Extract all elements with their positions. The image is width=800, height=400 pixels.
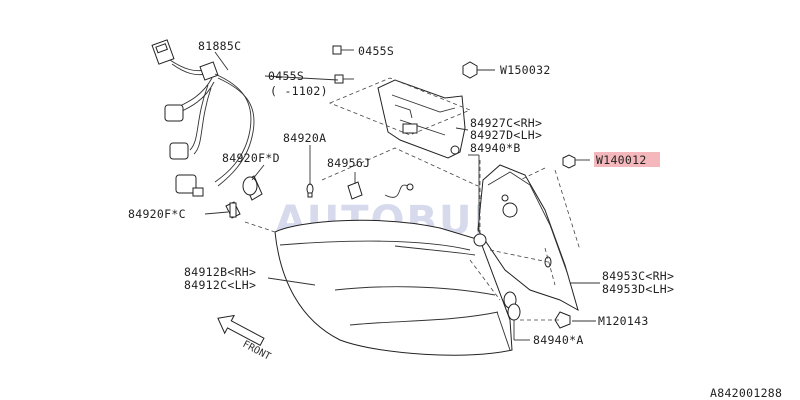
screw-icon [332, 45, 354, 55]
grommet-84940a [503, 291, 521, 321]
label-84927d: 84927D<LH> [470, 128, 542, 142]
bulb-icon [242, 175, 263, 201]
wiring-harness [151, 39, 255, 197]
label-w140012: W140012 [596, 153, 647, 167]
label-0455s-mid: 0455S [268, 69, 304, 83]
label-84956j: 84956J [327, 156, 370, 170]
front-arrow-icon [217, 314, 265, 346]
label-84953d: 84953D<LH> [602, 282, 674, 296]
clip-icon [347, 181, 363, 200]
rear-panel [473, 164, 579, 312]
label-84927c: 84927C<RH> [470, 116, 542, 130]
label-84912b: 84912B<RH> [184, 265, 256, 279]
label-84920f-c: 84920F*C [128, 207, 186, 221]
label-0455s-note: ( -1102) [270, 84, 328, 98]
label-84912c: 84912C<LH> [184, 278, 256, 292]
lamp-housing [274, 219, 513, 356]
label-81885c: 81885C [198, 39, 241, 53]
label-0455s-top: 0455S [358, 44, 394, 58]
socket-icon [164, 104, 184, 122]
highlight-w140012 [594, 152, 660, 167]
diagram-code: A842001288 [710, 386, 782, 400]
label-84940b: 84940*B [470, 141, 521, 155]
label-84920a: 84920A [283, 131, 326, 145]
bracket-84927 [377, 79, 466, 159]
label-84920f-d: 84920F*D [222, 151, 280, 165]
label-84953c: 84953C<RH> [602, 269, 674, 283]
label-84940a: 84940*A [533, 333, 584, 347]
label-w150032: W150032 [500, 63, 551, 77]
label-m120143: M120143 [598, 314, 649, 328]
